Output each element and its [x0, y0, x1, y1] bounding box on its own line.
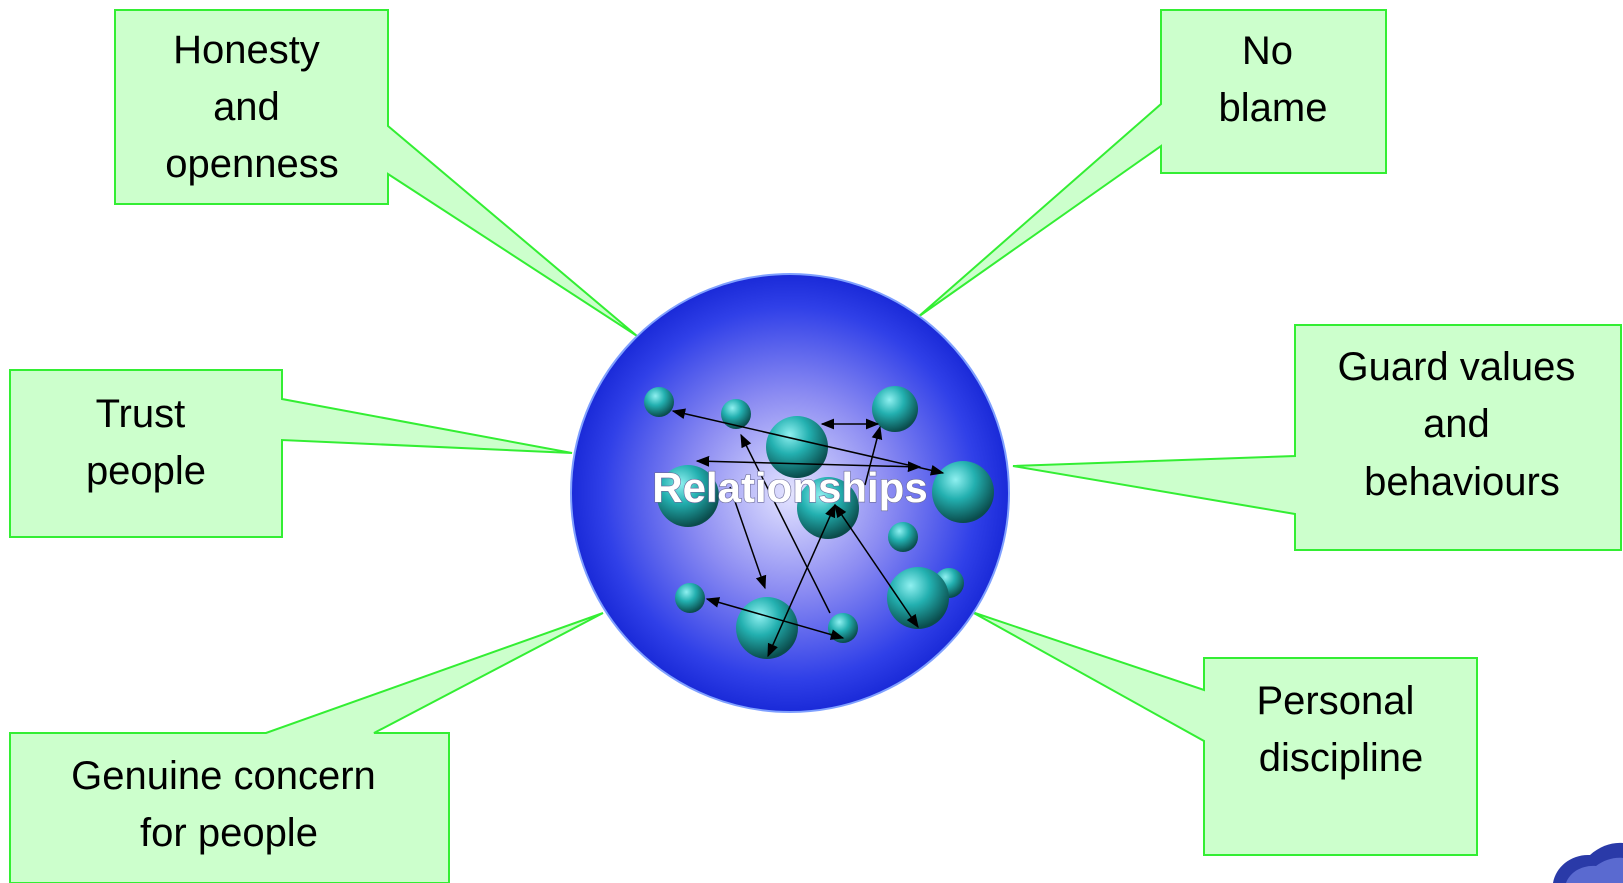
- callout-no-blame-text: No blame: [1219, 29, 1328, 130]
- bubble: [736, 597, 798, 659]
- bubble: [888, 522, 918, 552]
- callout-trust-text: Trust people: [86, 392, 206, 493]
- bubble: [872, 386, 918, 432]
- callout-honesty-text: Honesty and openness: [165, 28, 338, 186]
- bubble: [657, 465, 719, 527]
- bubble: [887, 567, 949, 629]
- callout-honesty-shape: [114, 9, 638, 337]
- bubble: [828, 613, 858, 643]
- callout-guard-text: Guard values and behaviours: [1337, 345, 1586, 504]
- bubble: [932, 461, 994, 523]
- callout-concern-shape: [9, 612, 604, 883]
- bubble: [675, 583, 705, 613]
- callout-concern-text: Genuine concern for people: [71, 754, 387, 855]
- arrow: [864, 425, 883, 486]
- center-label: Relationships: [652, 464, 927, 511]
- callout-guard-shape: [1012, 324, 1622, 551]
- arrow: [729, 486, 767, 590]
- callout-trust-shape: [9, 369, 573, 538]
- arrows: [671, 408, 945, 658]
- bubble: [721, 399, 751, 429]
- callout-no-blame-shape: [917, 9, 1387, 318]
- arrow: [695, 455, 922, 473]
- corner-logo: [1553, 842, 1623, 883]
- callout-discipline-text: Personal discipline: [1257, 679, 1426, 780]
- bubble: [644, 387, 674, 417]
- callout-discipline-shape: [971, 611, 1478, 856]
- arrow: [705, 597, 845, 640]
- arrow: [834, 503, 919, 629]
